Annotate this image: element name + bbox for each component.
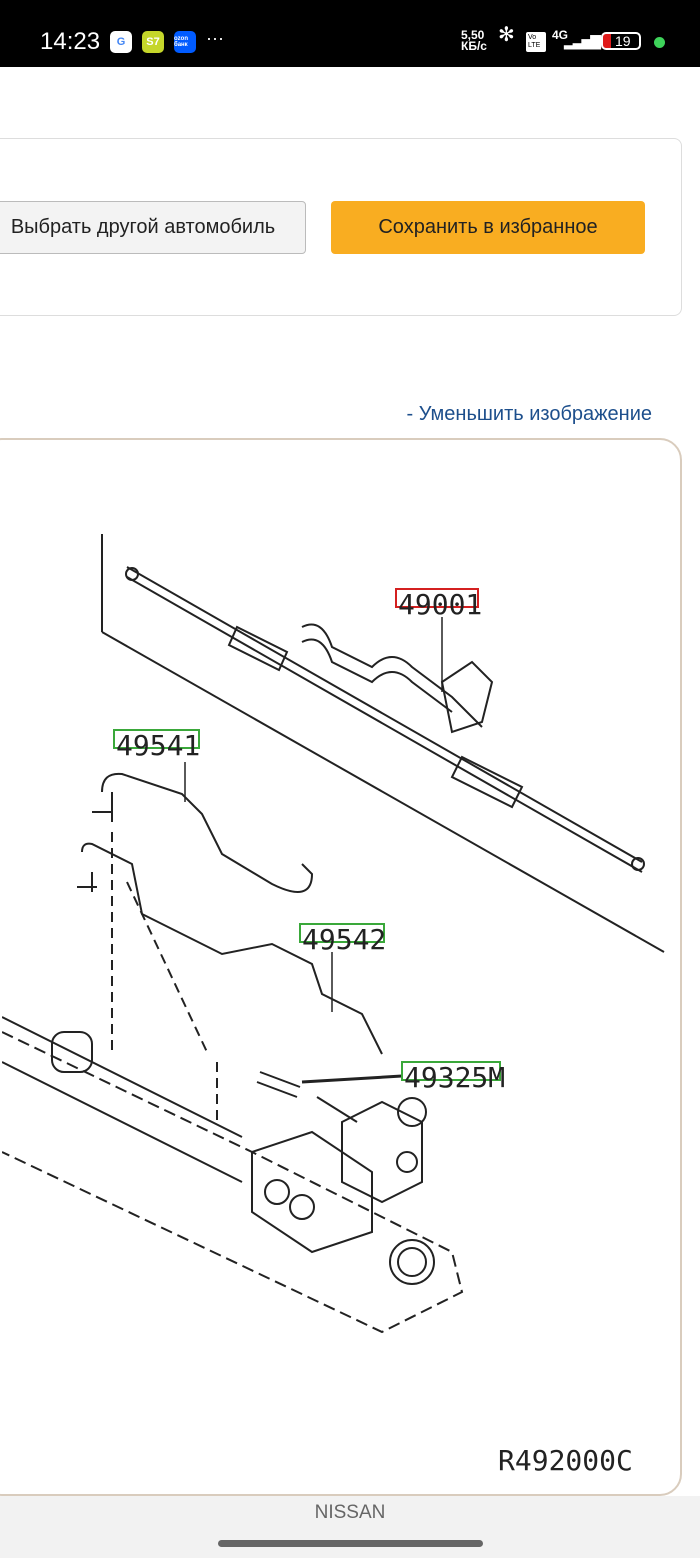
part-label-49325m[interactable]: 49325M xyxy=(404,1061,505,1094)
s7-app-icon: S7 xyxy=(142,31,164,53)
battery-icon: 19 xyxy=(601,32,641,50)
actions-card xyxy=(0,138,682,316)
browser-footer xyxy=(0,1496,700,1558)
clock: 14:23 xyxy=(40,28,101,55)
gesture-nav-bar[interactable] xyxy=(218,1540,483,1547)
part-highlight-49542 xyxy=(299,923,385,943)
steering-rack-drawing xyxy=(2,534,665,1334)
net-speed-value: 5,50 xyxy=(461,28,485,42)
choose-other-car-button[interactable]: Выбрать другой автомобиль xyxy=(0,201,306,254)
net-speed-unit: КБ/с xyxy=(461,39,487,53)
part-label-49001[interactable]: 49001 xyxy=(398,588,482,621)
part-label-49541[interactable]: 49541 xyxy=(116,729,200,762)
network-type: 4G xyxy=(552,28,569,42)
diagram-code: R492000C xyxy=(498,1444,633,1477)
ozon-bank-app-icon: ozon банк xyxy=(174,31,196,53)
part-highlight-49325m xyxy=(401,1061,501,1081)
volte-icon: Vo LTE xyxy=(526,32,546,52)
google-app-icon: G xyxy=(110,31,132,53)
part-highlight-49001 xyxy=(395,588,479,608)
bluetooth-icon: ✻ xyxy=(498,24,515,46)
footer-brand: NISSAN xyxy=(314,1502,386,1523)
privacy-dot-icon xyxy=(654,37,665,48)
shrink-image-link[interactable]: - Уменьшить изображение xyxy=(406,403,653,425)
part-label-49542[interactable]: 49542 xyxy=(302,923,386,956)
part-highlight-49541 xyxy=(113,729,200,749)
parts-diagram: 49001 49541 49542 49325M R492000C xyxy=(0,438,682,1496)
signal-icon: ▂▃▅▇ xyxy=(564,33,601,49)
more-notifications-icon: ··· xyxy=(206,28,224,48)
save-favorite-button[interactable]: Сохранить в избранное xyxy=(331,201,645,254)
